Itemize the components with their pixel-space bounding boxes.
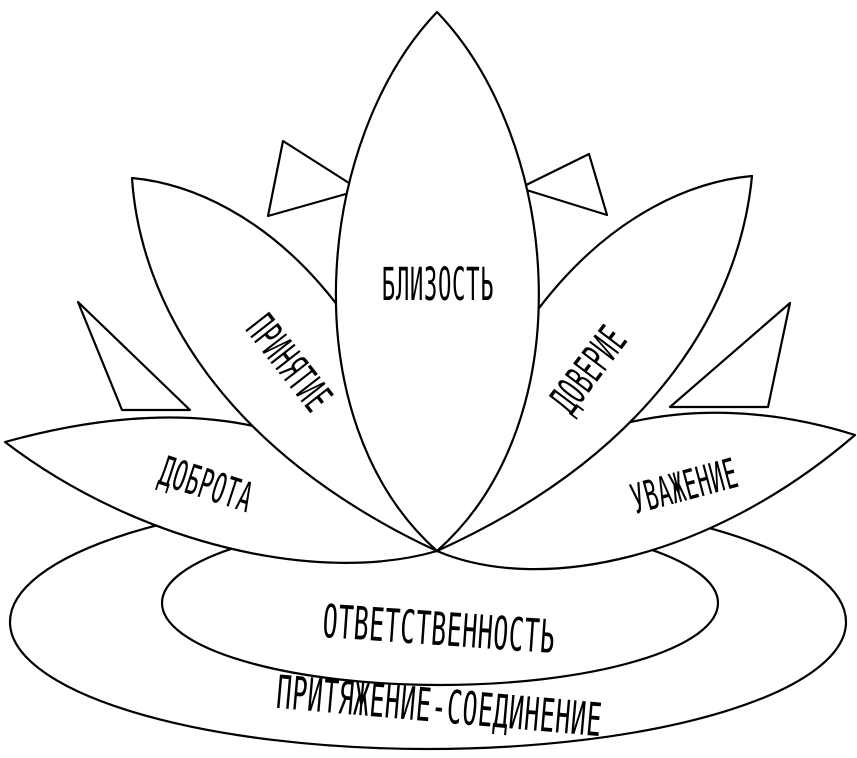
back-petal-right-upper <box>520 154 607 215</box>
label-top-petal: БЛИЗОСТЬ <box>382 259 494 311</box>
